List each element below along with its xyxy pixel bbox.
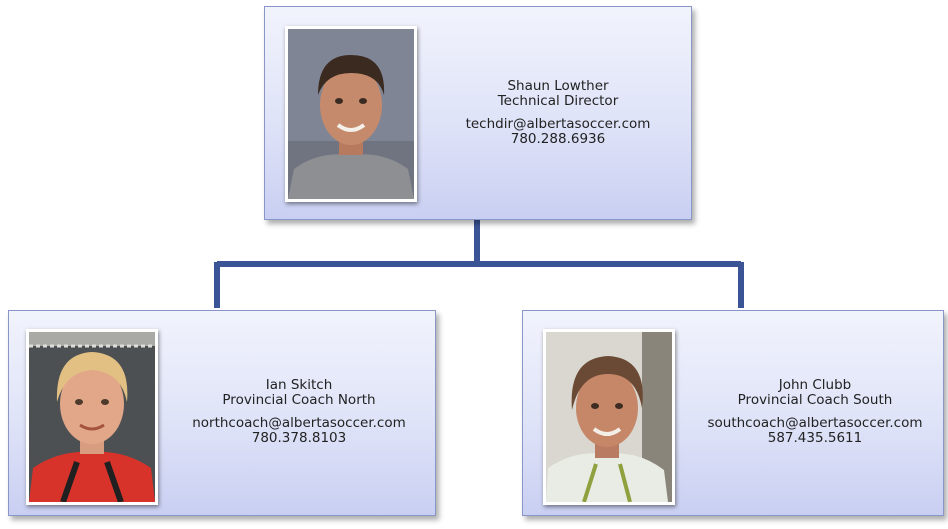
north-coach-phone: 780.378.8103 [251,430,347,446]
north-coach-name: Ian Skitch [265,377,333,393]
south-coach-title: Provincial Coach South [737,392,893,408]
north-coach-card: Ian Skitch Provincial Coach North northc… [8,310,436,516]
portrait-photo-icon [288,29,414,199]
director-phone: 780.288.6936 [510,131,606,147]
south-coach-info: John Clubb Provincial Coach South southc… [685,378,945,446]
director-info: Shaun Lowther Technical Director techdir… [433,79,683,147]
south-coach-name: John Clubb [778,377,852,393]
portrait-photo-icon [29,332,155,502]
north-coach-info: Ian Skitch Provincial Coach North northc… [169,378,429,446]
south-coach-phone: 587.435.5611 [767,430,863,446]
director-card: Shaun Lowther Technical Director techdir… [264,6,692,220]
north-coach-photo [26,329,158,505]
director-name: Shaun Lowther [507,78,609,94]
south-coach-card: John Clubb Provincial Coach South southc… [522,310,944,516]
director-email[interactable]: techdir@albertasoccer.com [465,116,651,132]
portrait-photo-icon [546,332,672,502]
north-coach-email[interactable]: northcoach@albertasoccer.com [192,415,406,431]
director-title: Technical Director [497,93,619,109]
south-coach-photo [543,329,675,505]
north-coach-title: Provincial Coach North [222,392,376,408]
director-photo [285,26,417,202]
south-coach-email[interactable]: southcoach@albertasoccer.com [707,415,923,431]
